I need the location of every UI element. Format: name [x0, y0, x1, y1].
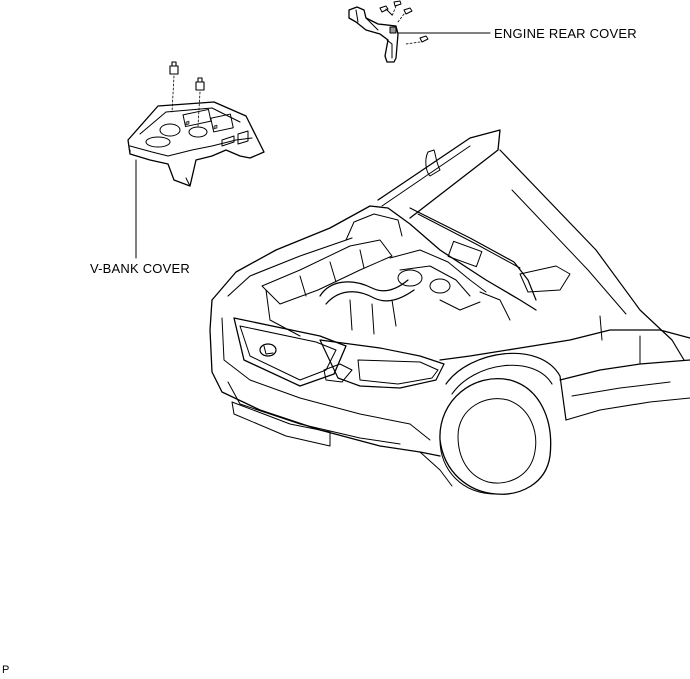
- front-wheel: [439, 378, 552, 495]
- bracket-bolt: [405, 35, 429, 45]
- cover-bolt: [169, 61, 179, 113]
- engine-rear-cover-label: ENGINE REAR COVER: [494, 26, 637, 41]
- engine-rear-cover-part: [348, 0, 429, 63]
- lexus-emblem: [259, 343, 277, 357]
- bracket-bolt: [379, 5, 393, 16]
- cover-bolt: [195, 77, 205, 127]
- bracket-bolt: [391, 0, 402, 17]
- bracket-bolt: [397, 7, 413, 23]
- v-bank-cover-label: V-BANK COVER: [90, 261, 190, 276]
- vehicle-front: [209, 129, 690, 495]
- v-bank-cover-part: [127, 61, 265, 187]
- corner-code: P: [2, 664, 10, 676]
